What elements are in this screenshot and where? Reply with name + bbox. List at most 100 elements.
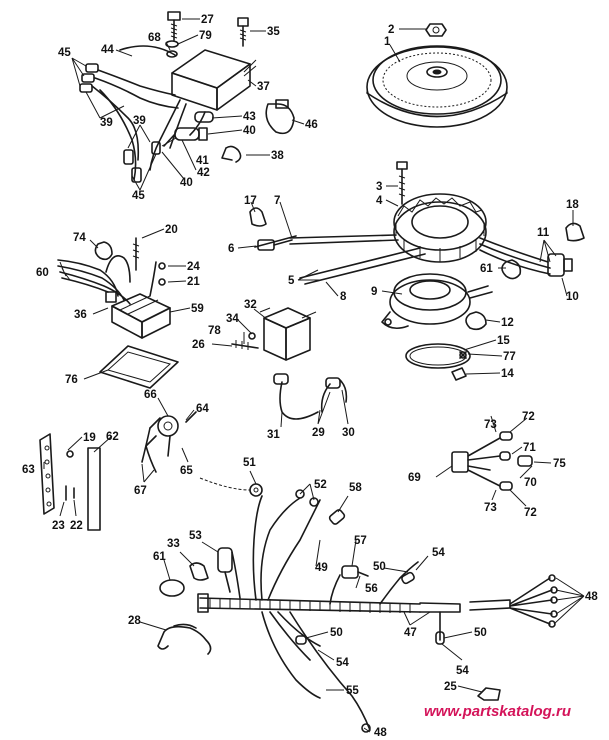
callout-5: 5 bbox=[288, 275, 295, 287]
callout-33: 33 bbox=[167, 538, 180, 550]
callout-59: 59 bbox=[191, 303, 204, 315]
callout-61-lower: 61 bbox=[153, 551, 166, 563]
power-pack bbox=[171, 49, 257, 111]
callout-45-top: 45 bbox=[58, 47, 71, 59]
callout-19: 19 bbox=[83, 432, 96, 444]
gasket-76 bbox=[99, 345, 179, 389]
clamp-12 bbox=[465, 311, 487, 331]
callout-62: 62 bbox=[106, 431, 119, 443]
callout-55: 55 bbox=[346, 685, 359, 697]
callout-26: 26 bbox=[192, 339, 205, 351]
callout-64: 64 bbox=[196, 403, 209, 415]
callout-36: 36 bbox=[74, 309, 87, 321]
callout-68: 68 bbox=[148, 32, 161, 44]
callout-10: 10 bbox=[566, 291, 579, 303]
callout-20: 20 bbox=[165, 224, 178, 236]
callout-54-right: 54 bbox=[456, 665, 469, 677]
callout-1: 1 bbox=[384, 36, 391, 48]
callout-2: 2 bbox=[388, 24, 394, 36]
callout-41: 41 bbox=[196, 155, 209, 167]
insulator-62 bbox=[87, 447, 101, 531]
power-pack-screws bbox=[165, 11, 249, 58]
callout-58: 58 bbox=[349, 482, 362, 494]
callout-24: 24 bbox=[187, 261, 200, 273]
callout-38: 38 bbox=[271, 150, 284, 162]
clamp-46 bbox=[265, 99, 295, 135]
callout-39-mid: 39 bbox=[133, 115, 146, 127]
callout-52: 52 bbox=[314, 479, 327, 491]
callout-22: 22 bbox=[70, 520, 83, 532]
flywheel-nut bbox=[425, 23, 447, 37]
callout-53: 53 bbox=[189, 530, 202, 542]
watermark: www.partskatalog.ru bbox=[424, 703, 571, 720]
clip-17 bbox=[249, 207, 267, 227]
callout-70: 70 bbox=[524, 477, 537, 489]
screw-77 bbox=[459, 351, 467, 359]
callout-18: 18 bbox=[566, 199, 579, 211]
callout-39-left: 39 bbox=[100, 117, 113, 129]
callout-47: 47 bbox=[404, 627, 417, 639]
clip-38 bbox=[221, 145, 242, 163]
callout-48-right: 48 bbox=[585, 591, 598, 603]
clip-14 bbox=[451, 367, 467, 381]
callout-72-lower: 72 bbox=[524, 507, 537, 519]
callout-51: 51 bbox=[243, 457, 256, 469]
callout-57: 57 bbox=[354, 535, 367, 547]
coil-bolt bbox=[231, 332, 259, 350]
callout-40-upper: 40 bbox=[243, 125, 256, 137]
callout-56: 56 bbox=[365, 583, 378, 595]
terminal-6 bbox=[257, 239, 293, 251]
screws-20-24-21 bbox=[132, 237, 166, 286]
callout-65: 65 bbox=[180, 465, 193, 477]
callout-46: 46 bbox=[305, 119, 318, 131]
callout-73-upper: 73 bbox=[484, 419, 497, 431]
leader-lines bbox=[43, 18, 585, 733]
clamp-74 bbox=[94, 241, 113, 261]
switch-box-leads bbox=[57, 255, 157, 305]
clip-18 bbox=[565, 222, 585, 242]
callout-72-upper: 72 bbox=[522, 411, 535, 423]
clamp-61-upper bbox=[501, 259, 522, 280]
callout-61-upper: 61 bbox=[480, 263, 493, 275]
bracket-25 bbox=[477, 687, 501, 701]
connector-57 bbox=[341, 565, 369, 579]
connector-58 bbox=[328, 509, 346, 525]
callout-35: 35 bbox=[267, 26, 280, 38]
clamp-61-lower bbox=[159, 579, 185, 597]
callout-17: 17 bbox=[244, 195, 257, 207]
callout-63: 63 bbox=[22, 464, 35, 476]
callout-12: 12 bbox=[501, 317, 514, 329]
harness-branches bbox=[231, 495, 441, 731]
callout-21: 21 bbox=[187, 276, 200, 288]
callout-54-upper: 54 bbox=[432, 547, 445, 559]
callout-23: 23 bbox=[52, 520, 65, 532]
callout-9: 9 bbox=[371, 286, 377, 298]
callout-8: 8 bbox=[340, 291, 347, 303]
callout-42: 42 bbox=[197, 167, 210, 179]
callout-48-bottom: 48 bbox=[374, 727, 387, 739]
stator bbox=[393, 193, 487, 263]
callout-69: 69 bbox=[408, 472, 421, 484]
stator-leads bbox=[254, 234, 573, 285]
terminal-block bbox=[39, 433, 55, 515]
callout-71: 71 bbox=[523, 442, 536, 454]
callout-75: 75 bbox=[553, 458, 566, 470]
terminal-screws bbox=[65, 450, 75, 501]
flywheel bbox=[366, 45, 508, 128]
callout-79: 79 bbox=[199, 30, 212, 42]
callout-15: 15 bbox=[497, 335, 510, 347]
callout-29: 29 bbox=[312, 427, 325, 439]
ignition-coil bbox=[259, 307, 317, 361]
ring-terminal-51 bbox=[249, 483, 263, 497]
fuse-holder bbox=[217, 547, 233, 593]
clip-33 bbox=[189, 562, 209, 581]
callout-25: 25 bbox=[444, 681, 457, 693]
callout-77: 77 bbox=[503, 351, 516, 363]
callout-4: 4 bbox=[376, 195, 383, 207]
callout-60: 60 bbox=[36, 267, 49, 279]
callout-7: 7 bbox=[274, 195, 280, 207]
callout-37: 37 bbox=[257, 81, 270, 93]
callout-31: 31 bbox=[267, 429, 280, 441]
ring-terminal-48-lower bbox=[361, 723, 371, 733]
